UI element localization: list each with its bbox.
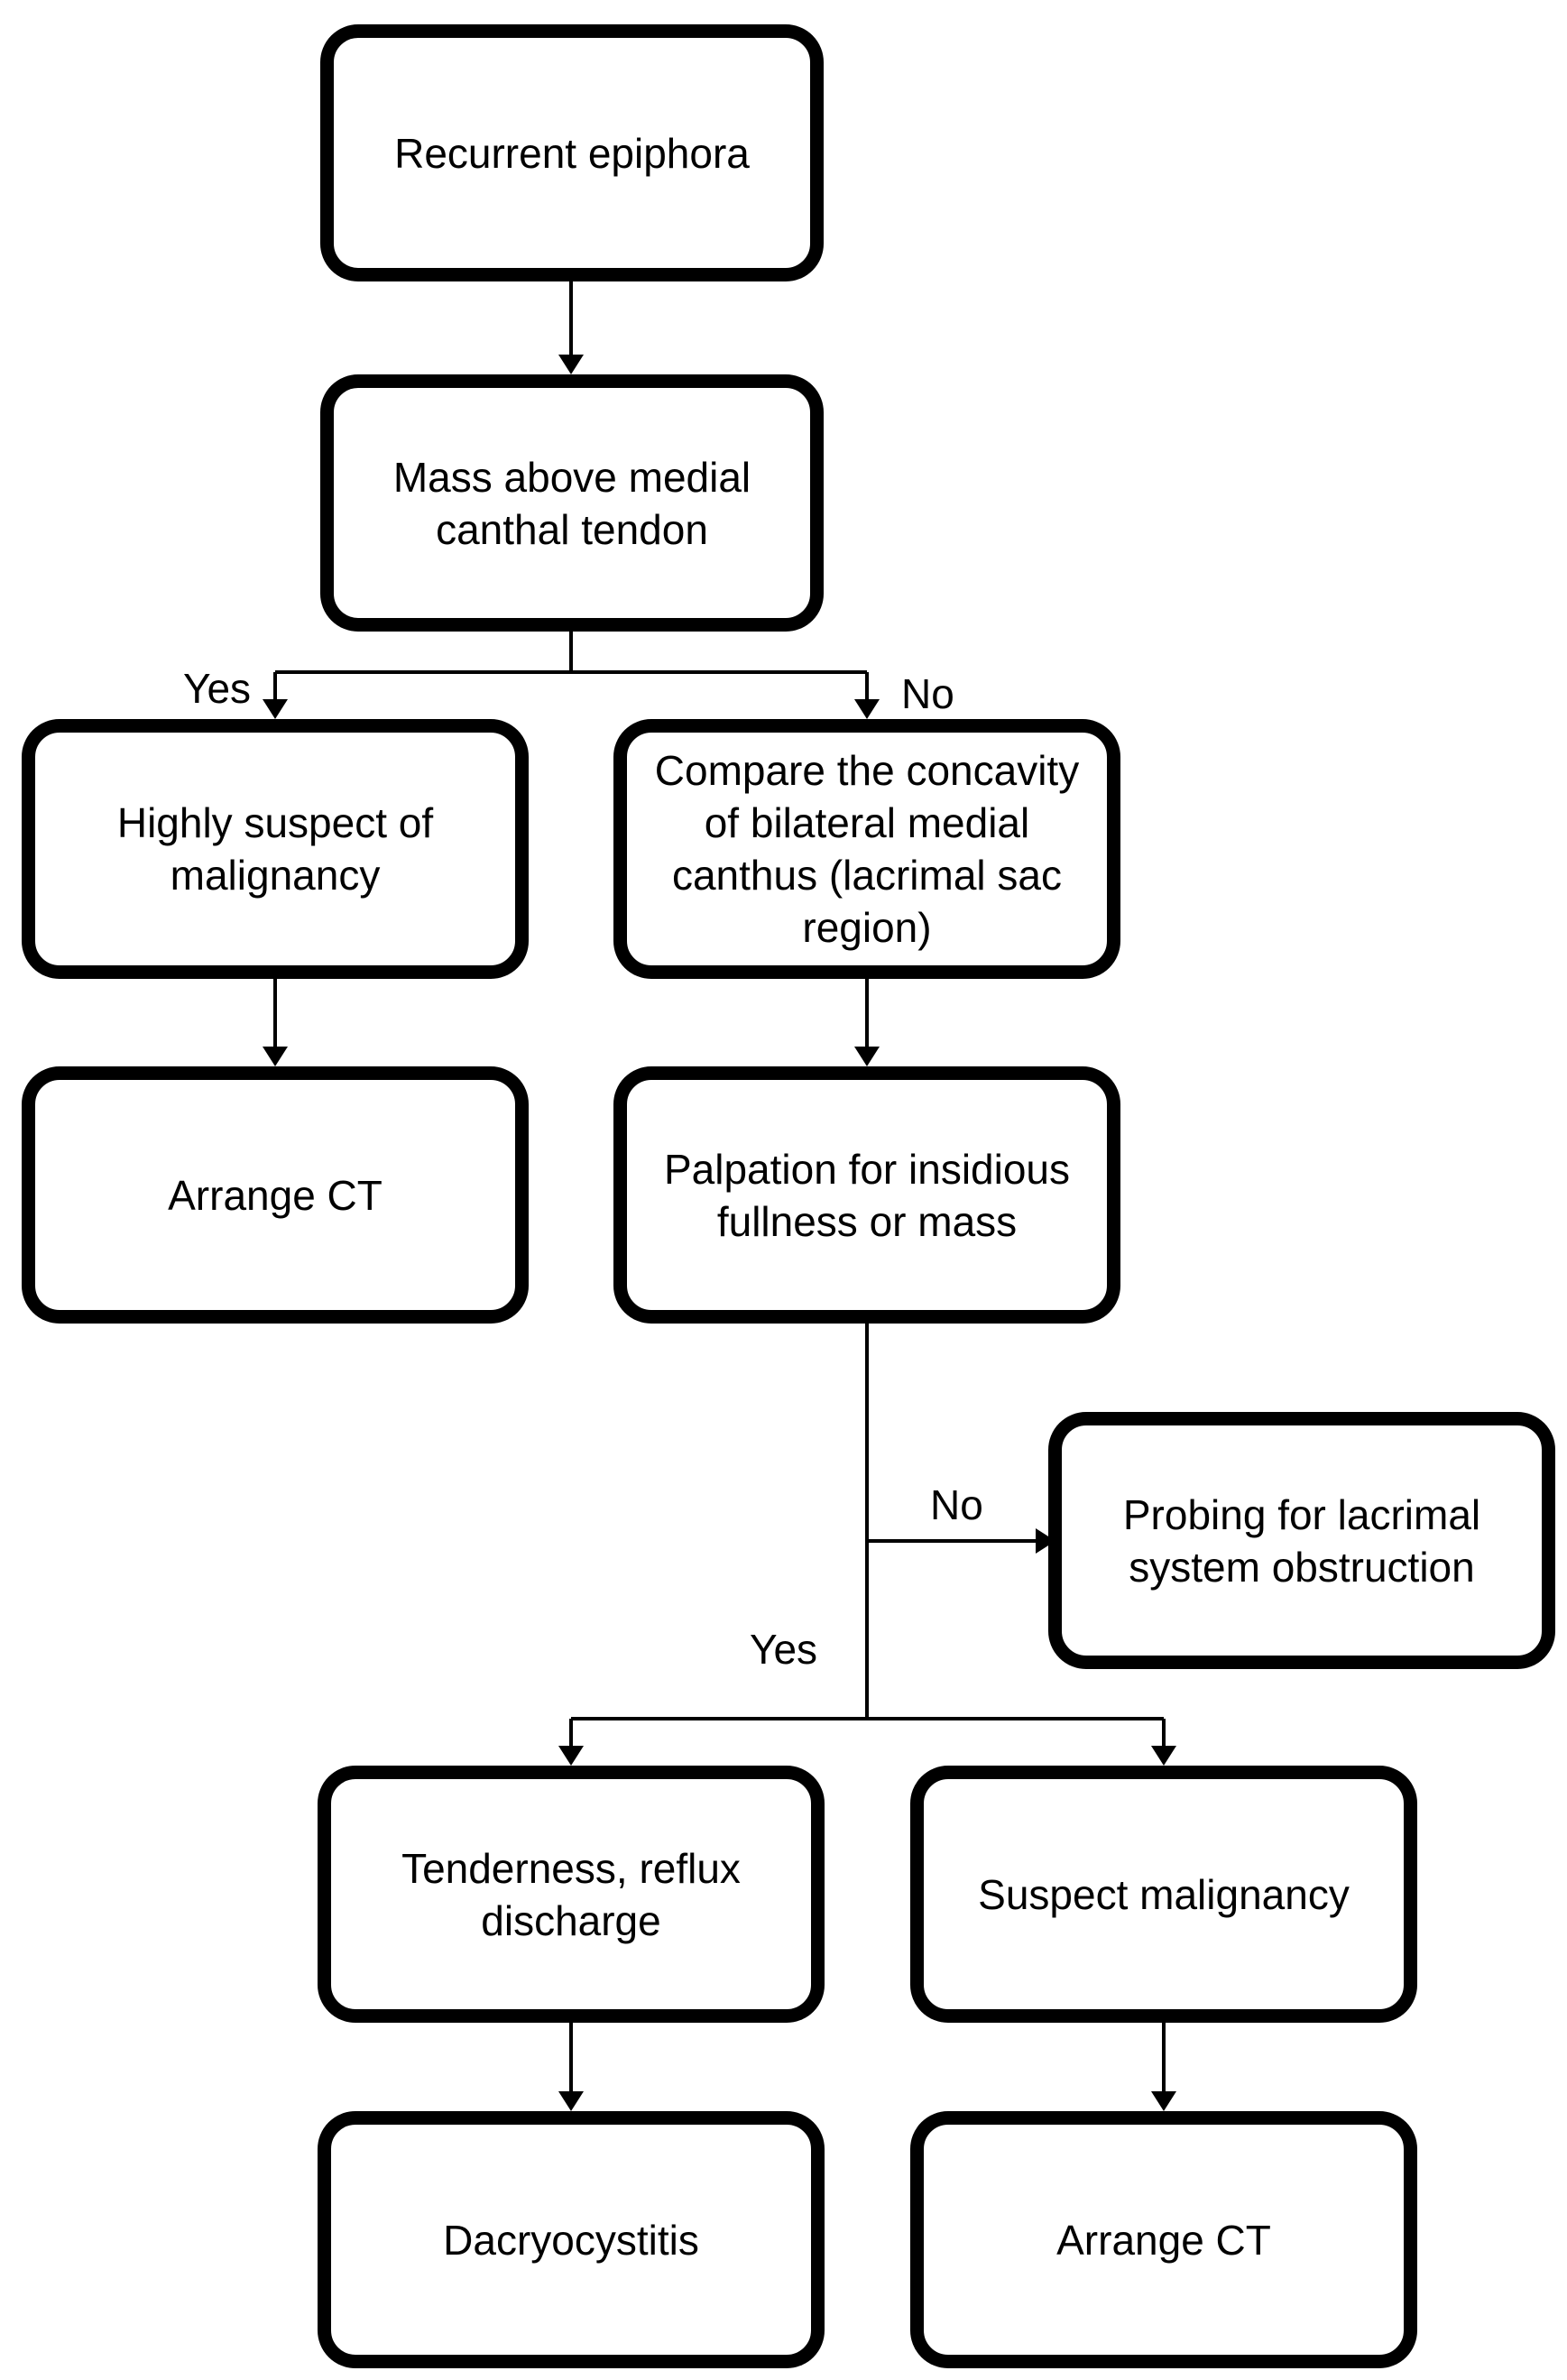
node-palpation: Palpation for insidious fullness or mass bbox=[613, 1066, 1120, 1324]
node-highly-suspect: Highly suspect of malignancy bbox=[22, 719, 529, 979]
node-highly-suspect-text: Highly suspect of malignancy bbox=[116, 799, 434, 899]
arrow-head-epiphora-to-mass bbox=[558, 355, 584, 374]
node-dacryocystitis: Dacryocystitis bbox=[318, 2111, 825, 2368]
arrow-head-mass-no bbox=[854, 699, 880, 719]
node-mass-above-tendon: Mass above medial canthal tendon bbox=[320, 374, 824, 632]
node-suspect-malignancy-text: Suspect malignancy bbox=[978, 1870, 1350, 1918]
arrow-head-compare-to-palpation bbox=[854, 1047, 880, 1066]
arrow-head-palpation-no bbox=[1036, 1528, 1055, 1554]
node-dacryocystitis-text: Dacryocystitis bbox=[443, 2216, 699, 2264]
node-tenderness-text: Tenderness, reflux discharge bbox=[401, 1844, 741, 1944]
node-arrange-ct-left: Arrange CT bbox=[22, 1066, 529, 1324]
arrow-head-suspect-to-ct-right bbox=[1151, 2091, 1176, 2111]
node-probing-text: Probing for lacrimal system obstruction bbox=[1122, 1490, 1481, 1591]
node-recurrent-epiphora: Recurrent epiphora bbox=[320, 24, 824, 281]
node-compare-concavity: Compare the concavity of bilateral media… bbox=[613, 719, 1120, 979]
label-palpation-yes: Yes bbox=[750, 1626, 818, 1673]
label-mass-no: No bbox=[901, 670, 954, 717]
node-palpation-text: Palpation for insidious fullness or mass bbox=[663, 1145, 1071, 1245]
node-arrange-ct-left-text: Arrange CT bbox=[168, 1171, 383, 1219]
node-suspect-malignancy: Suspect malignancy bbox=[910, 1766, 1417, 2023]
node-compare-concavity-text: Compare the concavity of bilateral media… bbox=[654, 747, 1080, 951]
arrow-head-mass-yes bbox=[263, 699, 288, 719]
node-arrange-ct-right-text: Arrange CT bbox=[1056, 2216, 1271, 2264]
label-mass-yes: Yes bbox=[183, 665, 252, 712]
arrow-head-yes-right bbox=[1151, 1746, 1176, 1766]
arrow-head-yes-left bbox=[558, 1746, 584, 1766]
node-tenderness: Tenderness, reflux discharge bbox=[318, 1766, 825, 2023]
label-palpation-no: No bbox=[930, 1481, 983, 1528]
node-mass-above-tendon-text: Mass above medial canthal tendon bbox=[392, 453, 751, 553]
arrow-head-suspect-to-ct bbox=[263, 1047, 288, 1066]
node-arrange-ct-right: Arrange CT bbox=[910, 2111, 1417, 2368]
node-recurrent-epiphora-text: Recurrent epiphora bbox=[394, 129, 750, 177]
node-probing: Probing for lacrimal system obstruction bbox=[1048, 1412, 1555, 1669]
arrow-head-tenderness-to-dacryo bbox=[558, 2091, 584, 2111]
